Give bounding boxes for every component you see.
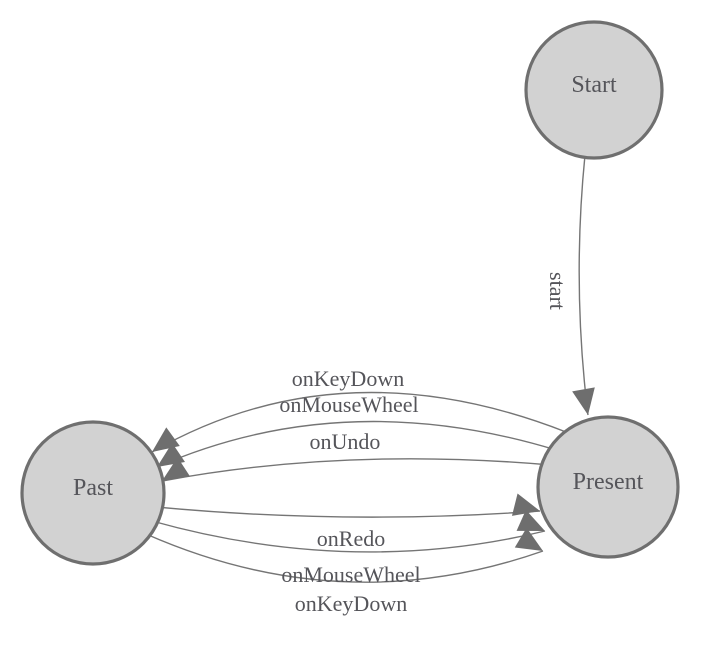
- arrowheads-layer: [152, 387, 595, 551]
- state-node-start-circle[interactable]: [524, 20, 664, 160]
- edge-start-to-present: [578, 154, 589, 416]
- edge-past-to-present-onkeydown-arrowhead: [514, 527, 543, 551]
- edge-present-to-past-onundo-arrowhead: [162, 457, 191, 481]
- edge-past-to-present-onkeydown: [145, 533, 544, 583]
- state-node-start-label: Start: [571, 72, 617, 98]
- state-node-past[interactable]: Past: [20, 420, 166, 566]
- edge-label-present-to-past-onmousewheel: onMouseWheel: [279, 392, 418, 417]
- edge-past-to-present-onredo-arrowhead: [511, 493, 540, 516]
- edge-past-to-present-onmousewheel: [151, 520, 546, 553]
- edge-label-past-to-present-onkeydown: onKeyDown: [295, 591, 407, 616]
- state-node-present[interactable]: Present: [536, 415, 680, 559]
- edge-label-present-to-past-onundo: onUndo: [310, 429, 381, 454]
- edge-present-to-past-onkeydown: [151, 391, 567, 453]
- edge-present-to-past-onundo: [161, 458, 552, 482]
- edge-label-past-to-present-onmousewheel: onMouseWheel: [281, 562, 420, 587]
- state-node-present-label: Present: [573, 469, 644, 495]
- edge-past-to-present-onmousewheel-arrowhead: [516, 509, 545, 531]
- edge-labels-layer: startonKeyDownonMouseWheelonUndoonRedoon…: [279, 272, 570, 616]
- edge-past-to-present-onredo: [155, 506, 541, 518]
- state-node-past-label: Past: [73, 475, 113, 501]
- edge-present-to-past-onmousewheel: [156, 420, 557, 468]
- state-node-start[interactable]: Start: [524, 20, 664, 160]
- edge-label-present-to-past-onkeydown: onKeyDown: [292, 366, 404, 391]
- state-node-past-circle[interactable]: [20, 420, 166, 566]
- edge-label-start-to-present: start: [545, 272, 570, 310]
- edges-layer: [145, 154, 589, 583]
- edge-start-to-present-arrowhead: [572, 387, 595, 415]
- edge-label-past-to-present-onredo: onRedo: [317, 526, 385, 551]
- state-node-present-circle[interactable]: [536, 415, 680, 559]
